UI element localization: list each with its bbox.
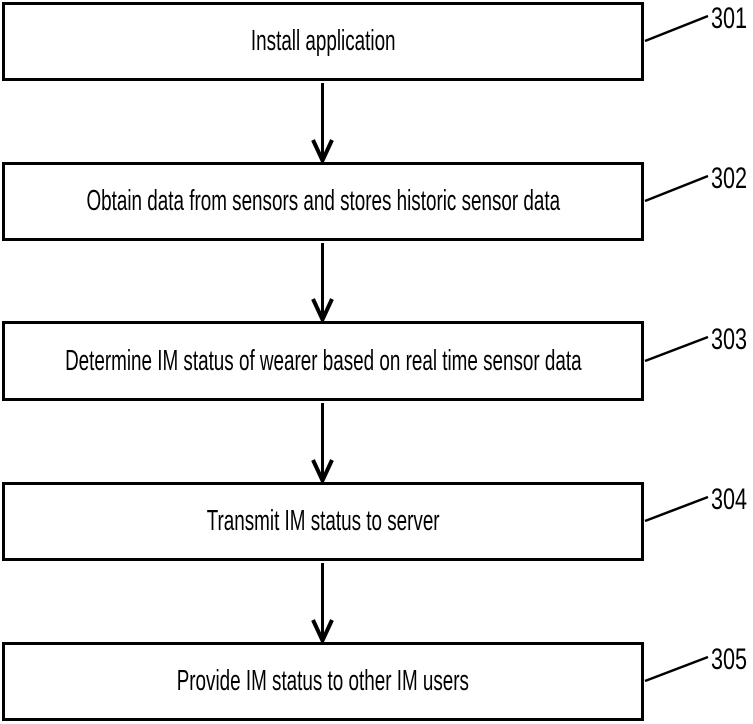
ref-number-301: 301 [711, 2, 748, 35]
ref-number-302: 302 [711, 162, 748, 195]
flow-step-box-provide-status: Provide IM status to other IM users [2, 642, 644, 721]
leader-line-303 [644, 335, 709, 363]
leader-line-302 [644, 174, 709, 203]
flow-step-label: Install application [250, 25, 396, 57]
leader-line-305 [644, 655, 709, 683]
flow-step-box-determine-status: Determine IM status of wearer based on r… [2, 321, 644, 401]
ref-number-305: 305 [711, 643, 748, 676]
leader-line-301 [644, 14, 709, 43]
flow-step-box-obtain-data: Obtain data from sensors and stores hist… [2, 162, 644, 241]
flow-step-box-transmit-status: Transmit IM status to server [2, 482, 644, 561]
ref-number-303: 303 [711, 323, 748, 356]
flow-step-label: Obtain data from sensors and stores hist… [86, 185, 560, 217]
flow-arrow-1 [311, 83, 334, 166]
flow-step-box-install: Install application [2, 2, 644, 81]
flow-arrow-4 [311, 563, 334, 646]
flow-step-label: Determine IM status of wearer based on r… [64, 344, 582, 377]
flow-arrow-3 [311, 403, 334, 486]
flow-step-label: Transmit IM status to server [206, 505, 440, 537]
flow-arrow-2 [311, 243, 334, 325]
ref-number-304: 304 [711, 483, 748, 516]
flow-step-label: Provide IM status to other IM users [176, 665, 470, 697]
leader-line-304 [644, 495, 709, 523]
